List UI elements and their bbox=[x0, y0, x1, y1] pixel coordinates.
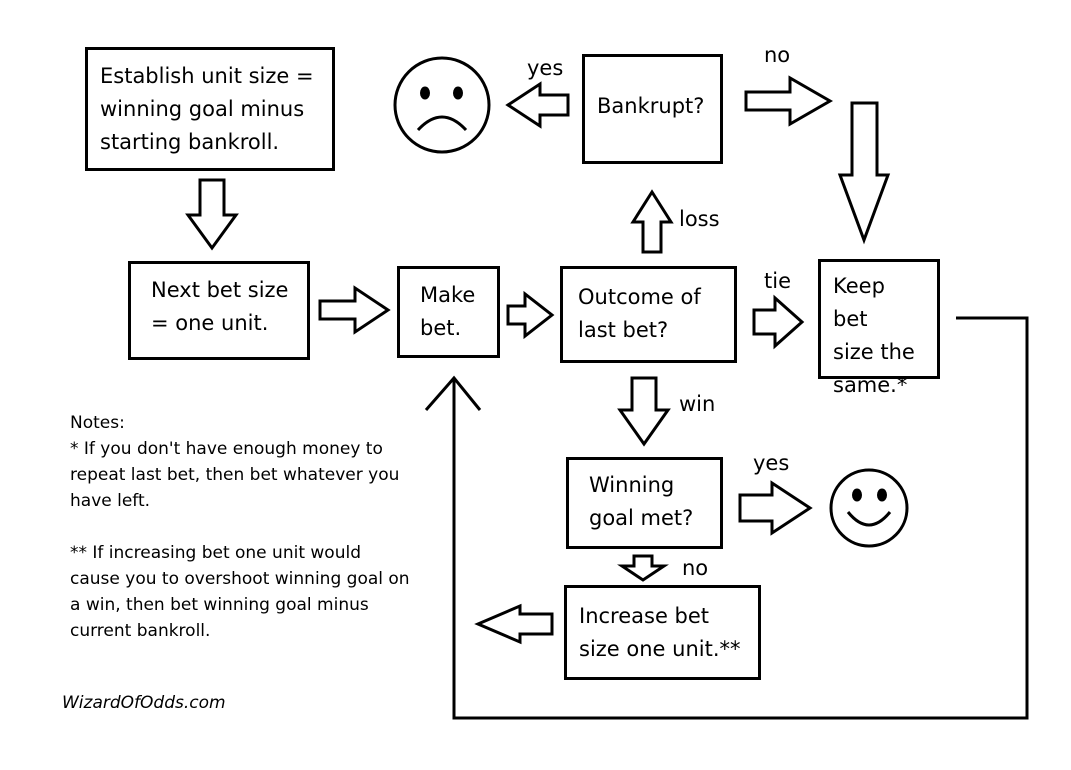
arrow-outcome-to-bankrupt bbox=[630, 189, 674, 254]
arrow-make-bet-to-outcome bbox=[506, 290, 555, 340]
arrow-next-bet-to-make-bet bbox=[318, 285, 391, 335]
arrow-increase-bet-to-left bbox=[474, 603, 554, 645]
site-credit: WizardOfOdds.com bbox=[62, 693, 226, 713]
winning-goal-box: Winning goal met? bbox=[566, 457, 723, 549]
next-bet-box: Next bet size = one unit. bbox=[128, 261, 310, 360]
arrow-outcome-to-winning-goal bbox=[617, 376, 671, 447]
label-win: win bbox=[679, 392, 716, 416]
sad-face-icon bbox=[393, 56, 491, 154]
arrow-bankrupt-no bbox=[744, 75, 834, 127]
increase-bet-box: Increase bet size one unit.** bbox=[564, 585, 761, 680]
label-tie: tie bbox=[764, 269, 791, 293]
label-loss: loss bbox=[679, 207, 720, 231]
outcome-box: Outcome of last bet? bbox=[560, 266, 737, 363]
arrow-down-to-keep-bet bbox=[837, 101, 891, 245]
label-no-bankrupt: no bbox=[764, 43, 791, 67]
label-yes-goal: yes bbox=[753, 451, 790, 475]
bankrupt-box: Bankrupt? bbox=[582, 54, 723, 164]
make-bet-box: Make bet. bbox=[397, 266, 500, 358]
label-yes-bankrupt: yes bbox=[527, 56, 564, 80]
happy-face-icon bbox=[829, 468, 909, 548]
loop-arrowhead bbox=[424, 375, 482, 411]
notes-heading: Notes: bbox=[70, 413, 125, 433]
notes-block: Notes: * If you don't have enough money … bbox=[70, 410, 415, 644]
arrow-winning-goal-to-increase-bet bbox=[617, 554, 669, 582]
arrow-outcome-to-keep-bet bbox=[752, 294, 805, 350]
loop-keep-bet-to-make-bet bbox=[452, 316, 1029, 720]
label-no-goal: no bbox=[682, 556, 709, 580]
arrow-winning-goal-to-happy-face bbox=[738, 480, 813, 536]
arrow-establish-to-next-bet bbox=[185, 178, 239, 251]
note-one: * If you don't have enough money to repe… bbox=[70, 439, 400, 511]
keep-bet-box: Keep bet size the same.* bbox=[818, 259, 940, 397]
establish-unit-box: Establish unit size = winning goal minus… bbox=[85, 47, 335, 171]
note-two: ** If increasing bet one unit would caus… bbox=[70, 543, 410, 641]
arrow-bankrupt-to-sad-face bbox=[505, 81, 570, 129]
